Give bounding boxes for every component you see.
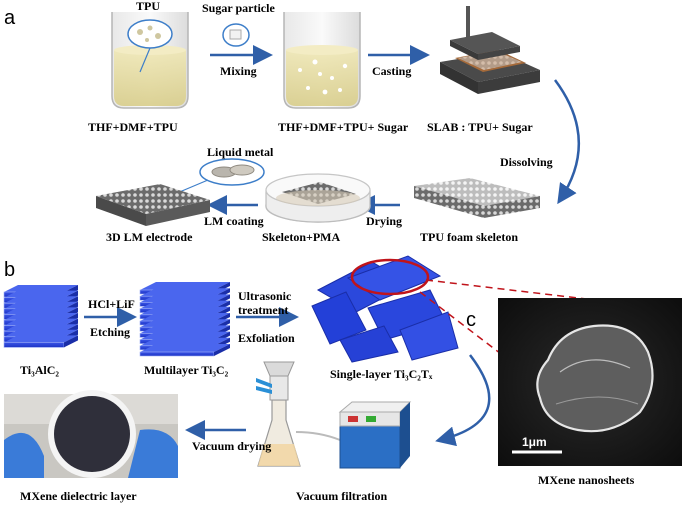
tpu-label: TPU xyxy=(136,0,160,13)
treatment-label: treatment xyxy=(238,303,288,317)
max-phase-stack xyxy=(4,285,78,347)
dielectric-label: MXene dielectric layer xyxy=(20,489,137,503)
filtration-label: Vacuum filtration xyxy=(296,489,388,503)
mxene-film xyxy=(54,396,130,472)
foam-skeleton-label: TPU foam skeleton xyxy=(420,230,518,244)
to-filtration-arrow xyxy=(440,355,489,440)
foam-skeleton xyxy=(414,178,540,218)
petri-dish xyxy=(266,174,370,222)
lm-coating-label: LM coating xyxy=(204,214,264,228)
multilayer-stack xyxy=(140,282,230,356)
vacuum-drying-label: Vacuum drying xyxy=(192,439,271,453)
sem-image: 1μm xyxy=(498,298,682,466)
panel-b-letter: b xyxy=(4,259,15,281)
casting-label: Casting xyxy=(372,64,411,78)
beaker-tpu-sugar xyxy=(284,12,360,108)
lm-electrode xyxy=(96,184,210,226)
tpu-zoom-bubble xyxy=(128,20,172,48)
max-phase-label: Ti₃AlC₂ xyxy=(20,363,59,377)
layer-front xyxy=(4,342,64,347)
dissolving-label: Dissolving xyxy=(500,155,553,169)
scale-bar-label: 1μm xyxy=(522,435,547,449)
drying-label: Drying xyxy=(366,214,402,228)
slab-label: SLAB : TPU+ Sugar xyxy=(427,120,533,134)
casting-press xyxy=(440,6,540,94)
skeleton-pma-label: Skeleton+PMA xyxy=(262,230,340,244)
ultrasonic-label: Ultrasonic xyxy=(238,289,292,303)
multilayer-label: Multilayer Ti₃C₂ xyxy=(144,363,229,377)
dissolving-arrow xyxy=(555,80,579,200)
single-layer-label: Single-layer Ti₃C₂Tₓ xyxy=(330,367,433,381)
dielectric-photo xyxy=(4,390,178,478)
layer-front xyxy=(140,352,214,356)
zoom-line-top xyxy=(426,280,595,300)
panel-c-letter: c xyxy=(466,309,476,331)
lm-electrode-label: 3D LM electrode xyxy=(106,230,193,244)
beaker-tpu xyxy=(112,12,188,108)
mixing-label: Mixing xyxy=(220,64,257,78)
beaker2-label: THF+DMF+TPU+ Sugar xyxy=(278,120,409,134)
hcl-lif-label: HCl+LiF xyxy=(88,297,135,311)
sem-caption: MXene nanosheets xyxy=(538,473,635,487)
etching-label: Etching xyxy=(90,325,130,339)
panel-a-letter: a xyxy=(4,7,16,29)
beaker1-label: THF+DMF+TPU xyxy=(88,120,178,134)
liquid-metal-label: Liquid metal xyxy=(207,145,274,159)
single-layer-sheets xyxy=(312,256,458,362)
sugar-cube-icon xyxy=(230,30,241,39)
sugar-particle-label: Sugar particle xyxy=(202,1,275,15)
exfoliation-label: Exfoliation xyxy=(238,331,295,345)
